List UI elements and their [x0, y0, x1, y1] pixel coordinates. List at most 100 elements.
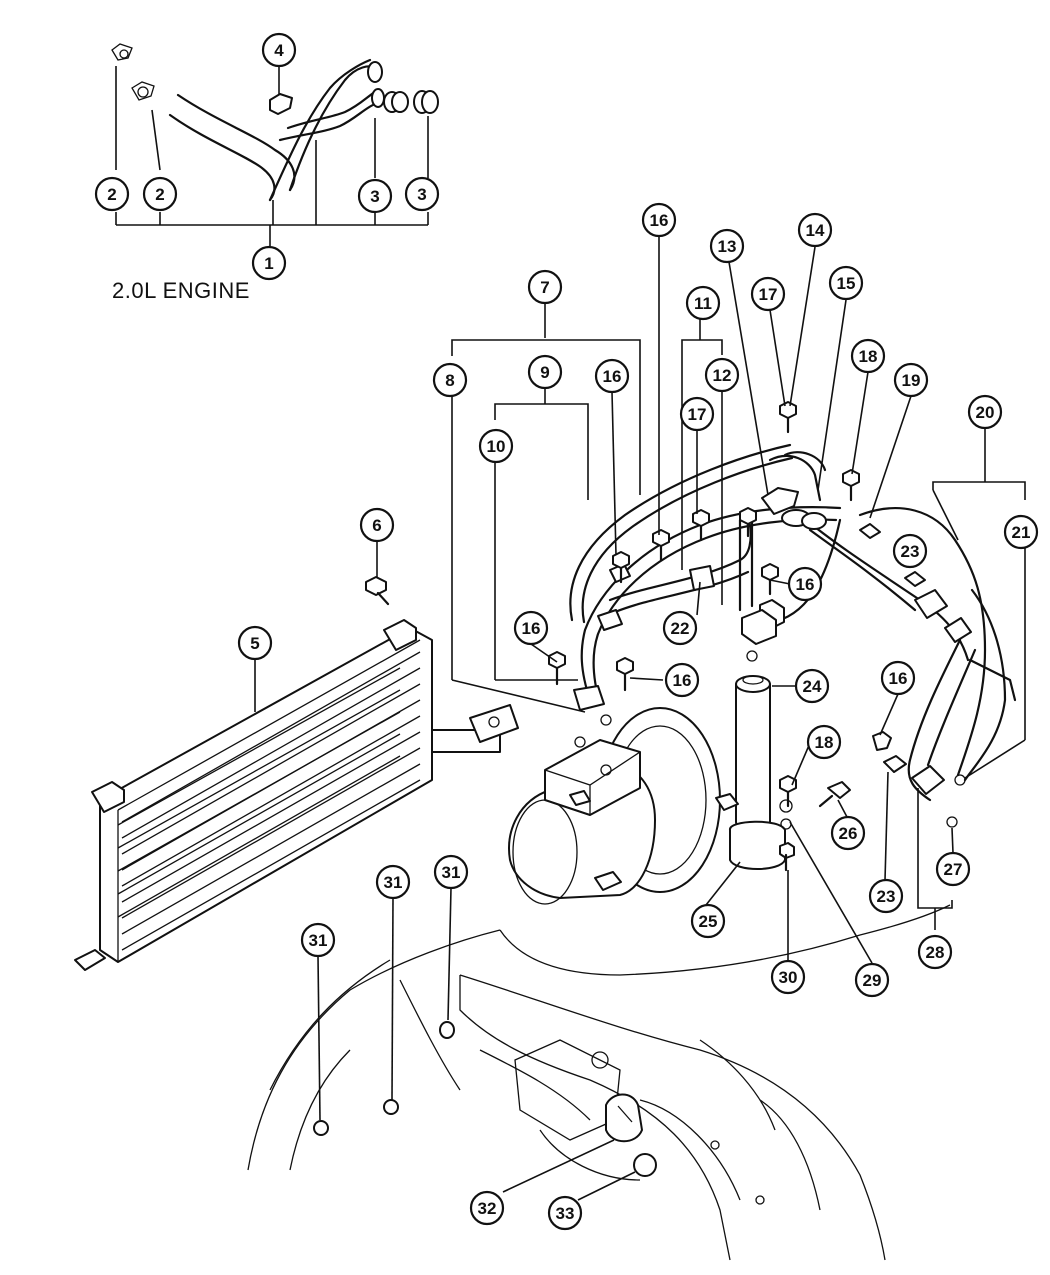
svg-text:4: 4 [274, 41, 284, 60]
svg-text:2: 2 [107, 185, 116, 204]
svg-text:23: 23 [877, 887, 896, 906]
callout-2: 2 [142, 176, 178, 212]
callout-20: 20 [967, 394, 1003, 430]
callout-5: 5 [237, 625, 273, 661]
callout-26: 26 [830, 815, 866, 851]
svg-text:31: 31 [309, 931, 328, 950]
callout-25: 25 [690, 903, 726, 939]
svg-text:24: 24 [803, 677, 822, 696]
svg-text:19: 19 [902, 371, 921, 390]
inset-leaders [115, 66, 429, 246]
callout-3: 3 [404, 176, 440, 212]
callout-8: 8 [432, 362, 468, 398]
svg-text:16: 16 [673, 671, 692, 690]
hose-fitting-icon [269, 66, 293, 115]
svg-text:6: 6 [372, 516, 381, 535]
callout-21: 21 [1003, 514, 1039, 550]
svg-text:10: 10 [487, 437, 506, 456]
svg-text:16: 16 [650, 211, 669, 230]
svg-text:29: 29 [863, 971, 882, 990]
callout-27: 27 [935, 851, 971, 887]
svg-text:33: 33 [556, 1204, 575, 1223]
svg-text:16: 16 [796, 575, 815, 594]
svg-text:3: 3 [417, 185, 426, 204]
svg-text:5: 5 [250, 634, 259, 653]
svg-text:2: 2 [155, 185, 164, 204]
bolt-icon [365, 541, 390, 606]
callout-28: 28 [917, 934, 953, 970]
drier-bracket [715, 793, 795, 872]
svg-text:20: 20 [976, 403, 995, 422]
heater-hose-assembly [168, 58, 385, 225]
svg-text:18: 18 [859, 347, 878, 366]
callout-23: 23 [892, 533, 928, 569]
svg-text:18: 18 [815, 733, 834, 752]
callout-16: 16 [513, 610, 549, 646]
svg-text:16: 16 [889, 669, 908, 688]
callout-17: 17 [679, 396, 715, 432]
leaders [254, 236, 1026, 1201]
callout-7: 7 [527, 269, 563, 305]
callout-11: 11 [685, 285, 721, 321]
svg-text:16: 16 [603, 367, 622, 386]
callout-16: 16 [787, 566, 823, 602]
callout-10: 10 [478, 428, 514, 464]
callout-32: 32 [469, 1190, 505, 1226]
svg-text:16: 16 [522, 619, 541, 638]
svg-text:15: 15 [837, 274, 856, 293]
svg-text:28: 28 [926, 943, 945, 962]
callout-17: 17 [750, 276, 786, 312]
svg-text:7: 7 [540, 278, 549, 297]
hose-coupler-icon [383, 90, 439, 114]
callout-4: 4 [261, 32, 297, 68]
engine-label: 2.0L ENGINE [112, 278, 250, 303]
svg-text:17: 17 [688, 405, 707, 424]
svg-text:1: 1 [264, 254, 273, 273]
receiver-drier [735, 675, 771, 833]
callout-18: 18 [806, 724, 842, 760]
callout-30: 30 [770, 959, 806, 995]
callout-15: 15 [828, 265, 864, 301]
callout-13: 13 [709, 228, 745, 264]
callout-31: 31 [375, 864, 411, 900]
svg-text:14: 14 [806, 221, 825, 240]
callout-22: 22 [662, 610, 698, 646]
callout-24: 24 [794, 668, 830, 704]
compressor [508, 707, 721, 905]
callout-23: 23 [868, 878, 904, 914]
callout-16: 16 [664, 662, 700, 698]
svg-text:8: 8 [445, 371, 454, 390]
callout-16: 16 [594, 358, 630, 394]
fitting-bolt-icons [548, 401, 926, 808]
svg-text:31: 31 [384, 873, 403, 892]
svg-text:12: 12 [713, 366, 732, 385]
callouts: 1 2 2 3 3 4 5 6 7 8 9 10 11 12 13 14 15 … [94, 32, 1039, 1231]
callout-31: 31 [300, 922, 336, 958]
svg-text:11: 11 [694, 294, 712, 313]
svg-text:23: 23 [901, 542, 920, 561]
callout-14: 14 [797, 212, 833, 248]
svg-text:32: 32 [478, 1199, 497, 1218]
svg-text:13: 13 [718, 237, 737, 256]
svg-text:22: 22 [671, 619, 690, 638]
callout-2: 2 [94, 176, 130, 212]
callout-1: 1 [251, 245, 287, 281]
ac-lines [569, 443, 1017, 828]
callout-12: 12 [704, 357, 740, 393]
svg-text:21: 21 [1012, 523, 1031, 542]
callout-18: 18 [850, 338, 886, 374]
callout-33: 33 [547, 1195, 583, 1231]
callout-6: 6 [359, 507, 395, 543]
callout-31: 31 [433, 854, 469, 890]
condenser [74, 619, 519, 971]
svg-text:9: 9 [540, 363, 549, 382]
svg-text:30: 30 [779, 968, 798, 987]
plugs [313, 1021, 657, 1177]
svg-text:3: 3 [370, 187, 379, 206]
hose-clamp-icon [111, 43, 155, 101]
callout-16: 16 [641, 202, 677, 238]
svg-text:26: 26 [839, 824, 858, 843]
callout-16: 16 [880, 660, 916, 696]
vehicle-body [247, 904, 951, 1261]
